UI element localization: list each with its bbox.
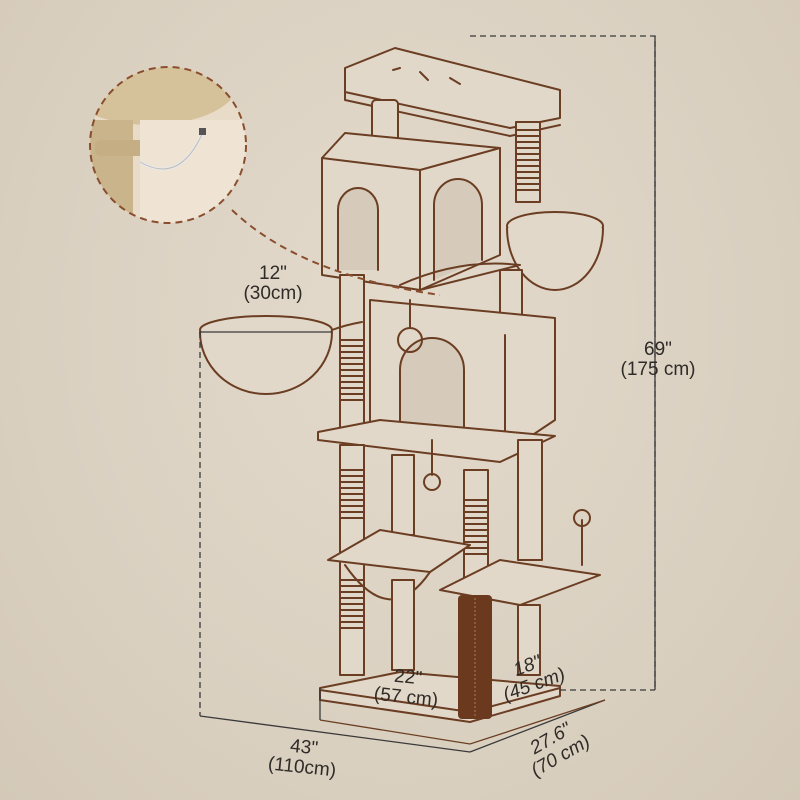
top-perch — [344, 47, 561, 203]
step-platform — [439, 559, 601, 606]
basket-diameter-label: 12" (30cm) — [228, 264, 318, 304]
left-basket — [199, 315, 363, 395]
basket-diameter-imperial: 12" — [259, 263, 287, 284]
basket-diameter-metric: (30cm) — [243, 282, 303, 304]
right-basket — [506, 211, 604, 291]
sisal-scratching-post — [458, 595, 492, 719]
total-height-label: 69" (175 cm) — [608, 340, 708, 380]
total-height-imperial: 69" — [644, 339, 672, 360]
middle-condo — [369, 299, 556, 451]
upper-condo — [321, 132, 521, 291]
total-height-metric: (175 cm) — [620, 358, 696, 380]
